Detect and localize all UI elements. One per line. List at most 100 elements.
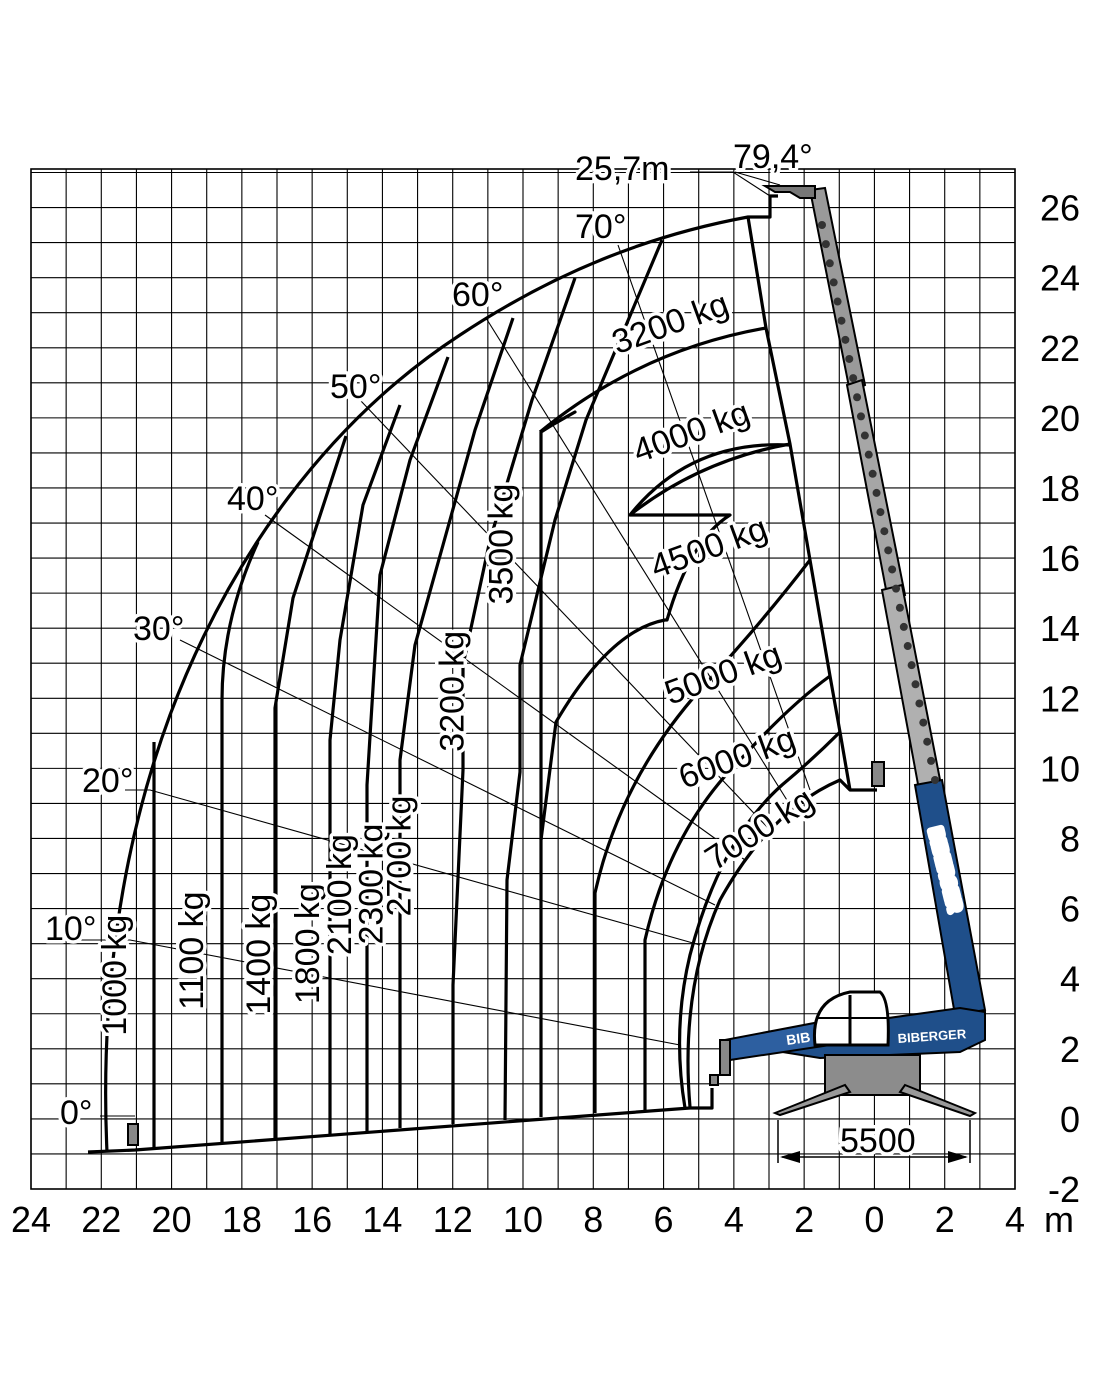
x-tick-label: 4 — [724, 1199, 744, 1240]
outrigger-span-label: 5500 — [840, 1122, 916, 1160]
y-tick-label: 16 — [1040, 538, 1080, 579]
x-tick-label: 6 — [654, 1199, 674, 1240]
load-zone-label: 4500 kg — [646, 509, 773, 586]
angle-line-70 — [617, 244, 811, 791]
load-zone-label: 3200 kg — [607, 285, 734, 362]
working-range-curves — [87, 194, 877, 1154]
zone-line-1800 — [273, 435, 348, 1138]
x-tick-label: 24 — [11, 1199, 51, 1240]
y-tick-label: 18 — [1040, 468, 1080, 509]
load-zone-label: 3200 kg — [433, 631, 471, 752]
outer-envelope-curve — [104, 194, 778, 1153]
load-zone-label: 1100 kg — [173, 891, 211, 1009]
boom-section-top — [808, 186, 867, 394]
angle-line-60 — [485, 317, 791, 806]
boom-hole — [899, 622, 908, 631]
load-zone-label: 1400 kg — [240, 894, 278, 1015]
load-zone-label: 1000 kg — [96, 915, 134, 1036]
angle-line-10 — [48, 939, 681, 1046]
x-tick-label: 16 — [292, 1199, 332, 1240]
x-tick-label: 2 — [935, 1199, 955, 1240]
zone-line-2700 — [398, 317, 515, 1128]
x-tick-label: 0 — [864, 1199, 884, 1240]
right-envelope — [746, 216, 852, 791]
angle-label: 70° — [575, 208, 626, 246]
boom-hole — [872, 488, 881, 497]
angle-line-30 — [179, 639, 716, 906]
boom-hole — [927, 756, 936, 765]
boom-hole — [849, 374, 858, 383]
boom-hole — [860, 431, 869, 440]
load-zone-label: 1800 kg — [289, 883, 327, 1004]
y-tick-label: 2 — [1060, 1029, 1080, 1070]
y-tick-label: -2 — [1048, 1169, 1080, 1210]
hook-pos-0 — [127, 1123, 139, 1146]
x-tick-label: 12 — [433, 1199, 473, 1240]
angle-line-50 — [359, 399, 771, 831]
angle-lines — [48, 171, 811, 1117]
boom-hole — [888, 565, 897, 574]
max-height-label: 25,7m — [575, 150, 670, 188]
y-tick-label: 0 — [1060, 1099, 1080, 1140]
outrigger-left — [772, 1083, 852, 1117]
boom-hole — [856, 412, 865, 421]
boom-hole — [853, 393, 862, 402]
y-tick-label: 24 — [1040, 258, 1080, 299]
angle-label: 20° — [82, 762, 133, 800]
boom-holes — [818, 221, 939, 784]
x-tick-label: 2 — [794, 1199, 814, 1240]
angle-label: 50° — [330, 368, 381, 406]
y-tick-label: 8 — [1060, 818, 1080, 859]
outrigger-dimension: 5500 — [777, 1119, 971, 1164]
boom-hole — [923, 737, 932, 746]
load-zone-label: 2700 kg — [381, 796, 419, 917]
x-tick-label: 20 — [152, 1199, 192, 1240]
x-axis-unit: m — [1044, 1199, 1074, 1240]
boom-tip — [761, 185, 816, 199]
front-hook — [709, 1039, 731, 1086]
y-tick-label: 26 — [1040, 188, 1080, 229]
angle-label: 60° — [452, 276, 503, 314]
y-tick-label: 22 — [1040, 328, 1080, 369]
boom-hole — [884, 546, 893, 555]
load-zone-label: 5000 kg — [660, 635, 787, 712]
zone-line-3200 — [451, 277, 577, 1124]
boom-hole — [821, 240, 830, 249]
load-zone-label: 7000 kg — [698, 780, 820, 878]
boom-hole — [837, 316, 846, 325]
boom-hole — [833, 297, 842, 306]
arc-7000-inner — [686, 778, 877, 1108]
max-angle-label: 79,4° — [733, 138, 813, 176]
angle-line-40 — [264, 514, 746, 861]
boom-hole — [895, 603, 904, 612]
arm-logo: BIB — [785, 1029, 811, 1048]
boom-hole — [864, 450, 873, 459]
load-zone-label: 2300 kg — [352, 824, 390, 945]
y-tick-label: 20 — [1040, 398, 1080, 439]
zone-line-arc-a — [539, 443, 791, 1117]
zone-line-3500 — [503, 239, 664, 1121]
body-logo: BIBERGER — [897, 1026, 967, 1046]
outrigger-right — [898, 1083, 978, 1118]
boom-hole — [892, 584, 901, 593]
boom-hole — [915, 699, 924, 708]
boom-hole — [845, 354, 854, 363]
x-tick-label: 18 — [222, 1199, 262, 1240]
boom-hole — [880, 527, 889, 536]
arc-6000-7000 — [677, 730, 842, 1109]
boom-hole — [868, 469, 877, 478]
angle-label: 10° — [45, 910, 96, 948]
x-tick-label: 22 — [81, 1199, 121, 1240]
load-zone-label: 2100 kg — [321, 834, 359, 955]
y-tick-label: 14 — [1040, 608, 1080, 649]
boom-hole — [907, 661, 916, 670]
plot-frame — [30, 168, 1016, 1190]
x-tick-label: 10 — [503, 1199, 543, 1240]
zone-line-2300 — [365, 356, 450, 1131]
boom-hole — [919, 718, 928, 727]
angle-line-20 — [125, 789, 701, 946]
arc-4000-4500 — [629, 442, 791, 517]
